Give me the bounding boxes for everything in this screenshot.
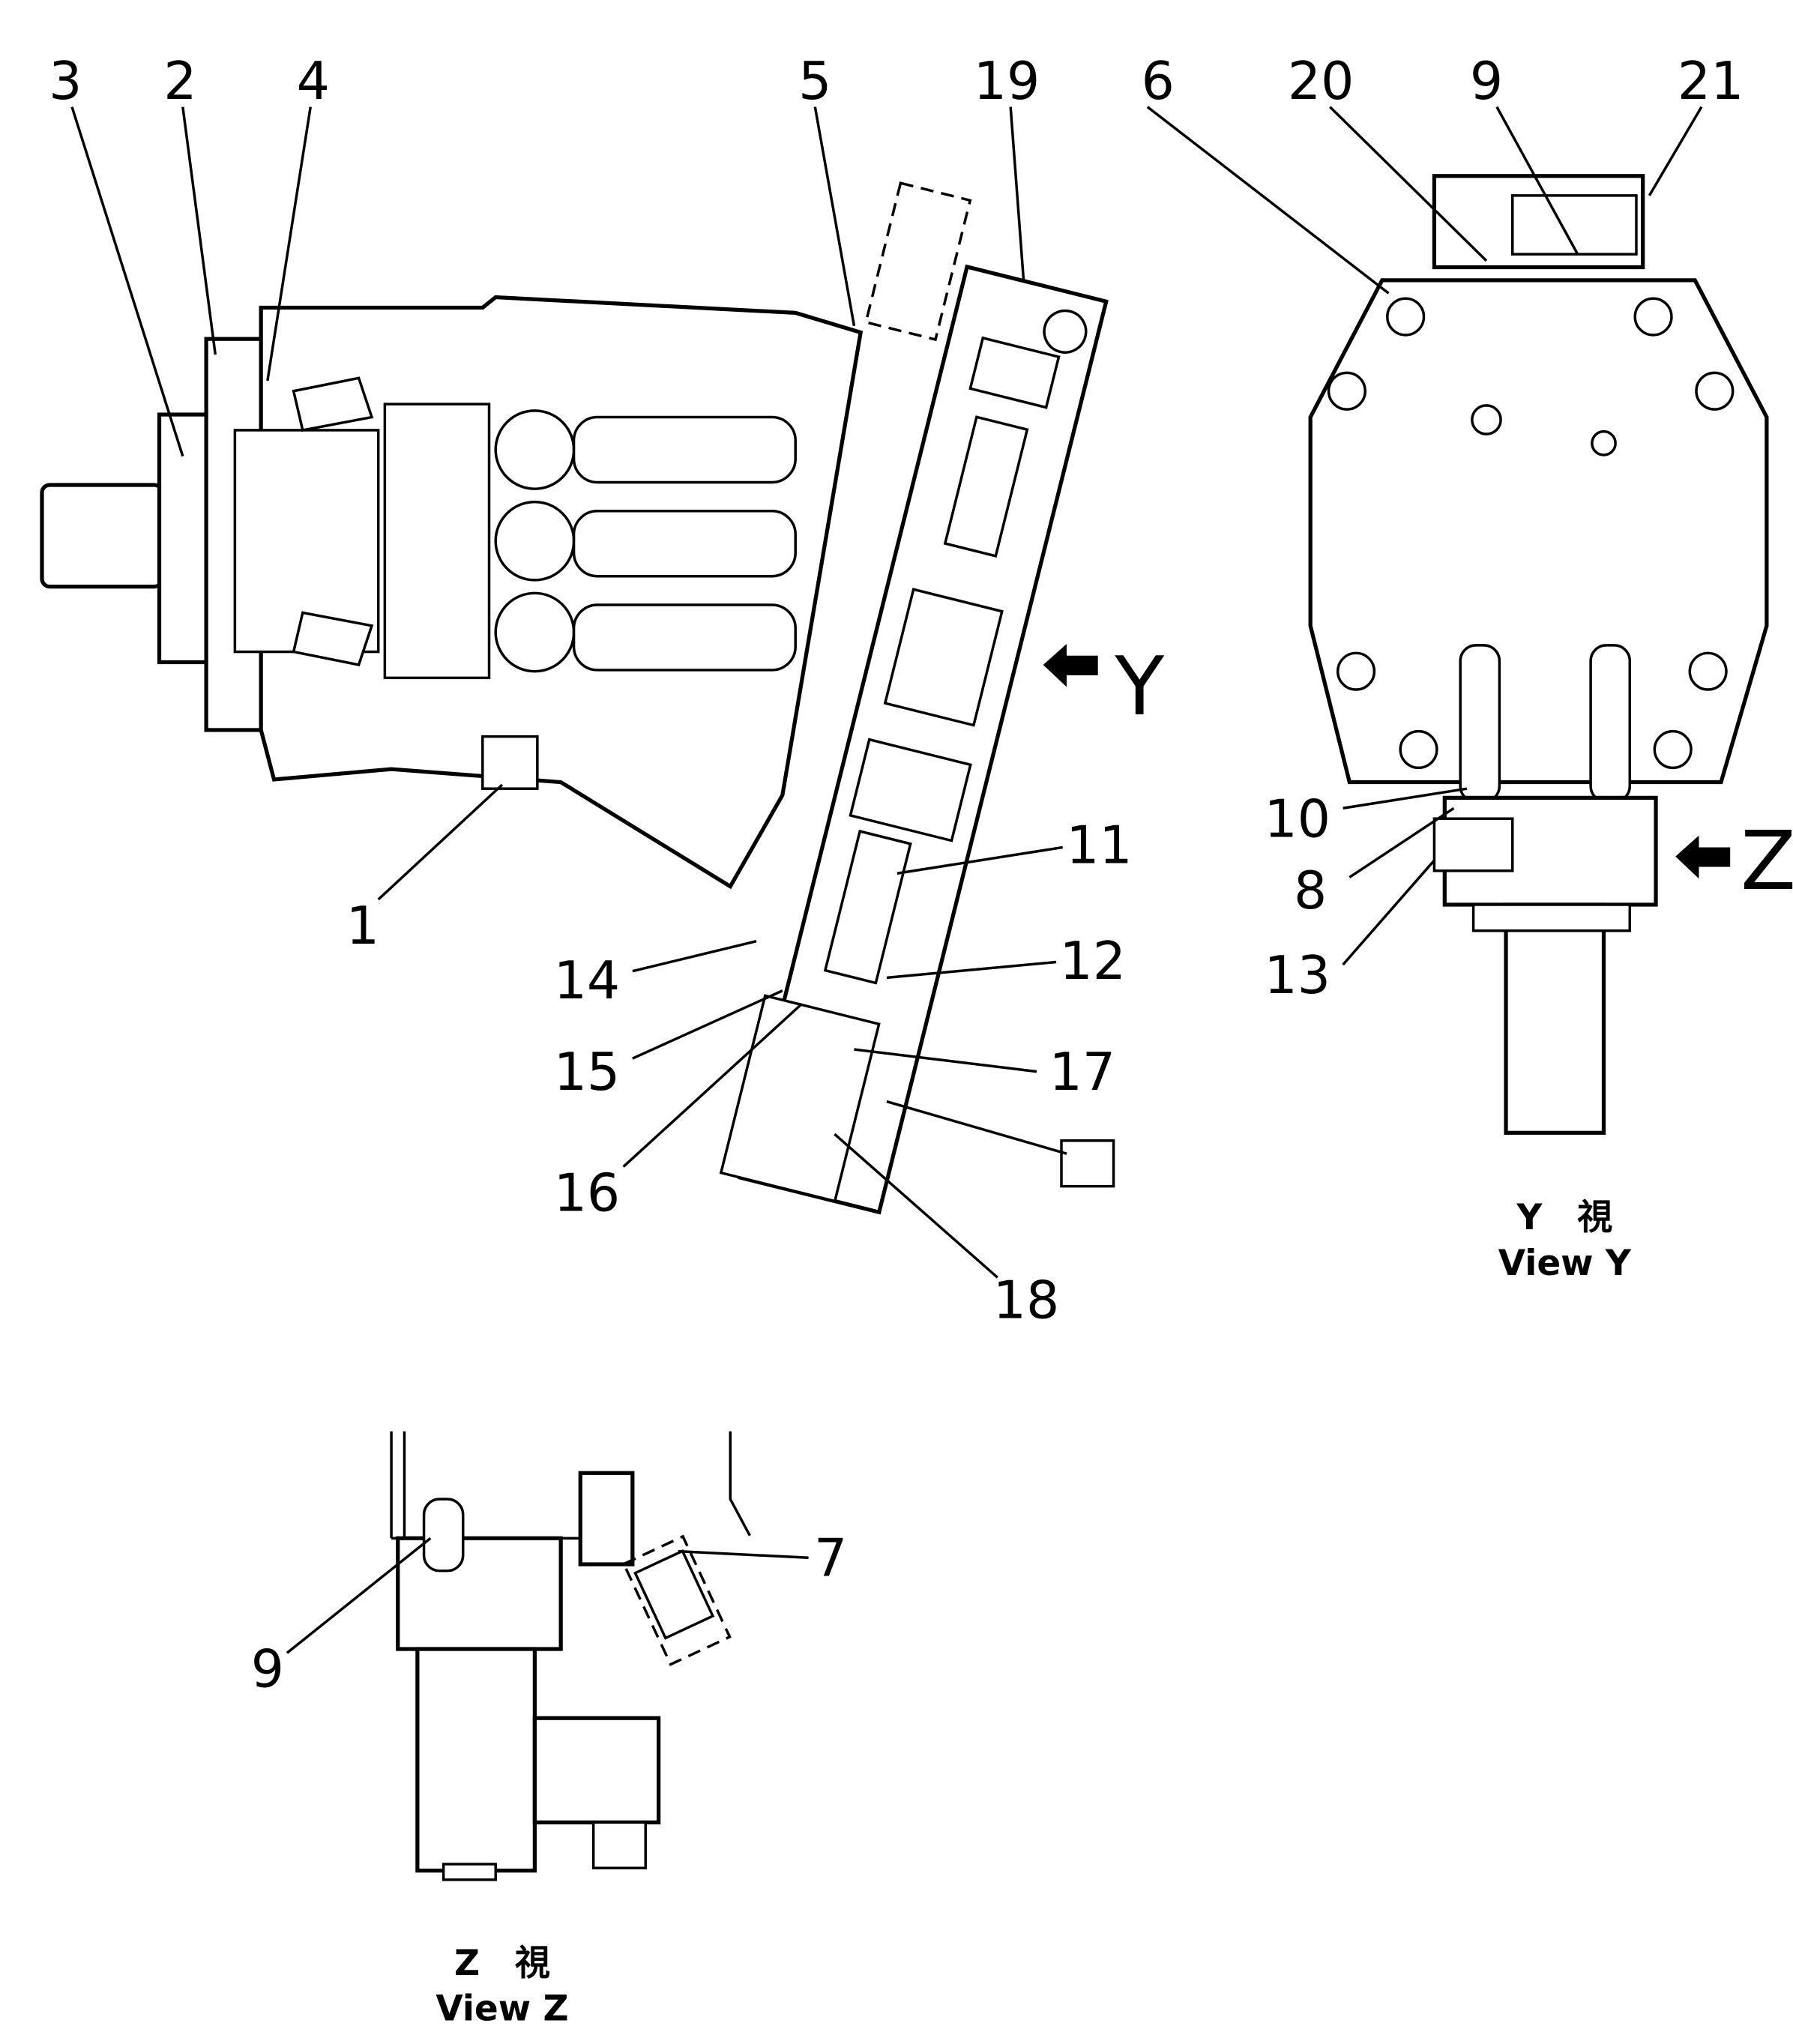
label-21: 21	[1678, 51, 1744, 112]
valve-stem	[823, 829, 912, 985]
plug-outline-5	[864, 181, 972, 342]
label-8: 8	[1294, 860, 1327, 921]
view-y-arrow: Y	[1043, 640, 1165, 734]
solenoid-18	[719, 994, 881, 1203]
part-labels: 3 2 4 5 19 6 20 9 21 1 11 14 12 15 17 16…	[49, 51, 1744, 1699]
view-z-drawing	[390, 1431, 751, 1881]
piston-ball-2	[494, 500, 576, 582]
view-z-upper-fitting	[578, 1471, 635, 1567]
view-z-arrow: Z	[1675, 815, 1793, 908]
label-16: 16	[554, 1163, 621, 1224]
label-6: 6	[1142, 51, 1175, 112]
label-4: 4	[297, 51, 330, 112]
piston-ball-3	[494, 591, 576, 673]
label-9: 9	[1470, 51, 1503, 112]
valve-spring	[968, 336, 1061, 409]
view-z-solenoid	[415, 1647, 537, 1873]
output-shaft	[40, 483, 164, 589]
valve-spool	[943, 415, 1029, 558]
label-3: 3	[49, 51, 82, 112]
control-valve-block	[719, 181, 1109, 1215]
label-18: 18	[993, 1270, 1059, 1330]
label-20: 20	[1288, 51, 1354, 112]
main-motor-section	[40, 295, 864, 890]
label-7: 7	[814, 1528, 847, 1589]
piston-2	[572, 510, 797, 578]
view-z-caption-en: View Z	[436, 1989, 568, 2030]
label-17: 17	[1049, 1042, 1115, 1103]
label-2: 2	[163, 51, 196, 112]
view-y-housing	[1308, 278, 1769, 785]
view-y-solenoid	[1504, 902, 1606, 1135]
bearing-lower	[292, 611, 374, 666]
view-y-valve-left	[1459, 644, 1501, 804]
label-11: 11	[1066, 815, 1133, 875]
view-y-drawing	[1308, 174, 1769, 1135]
piston-1	[572, 415, 797, 484]
view-z-plug-9	[422, 1498, 465, 1573]
view-y-valve-right	[1589, 644, 1632, 804]
label-10: 10	[1265, 789, 1331, 850]
piston-3	[572, 603, 797, 672]
view-z-port-block	[396, 1536, 563, 1651]
label-12: 12	[1059, 931, 1126, 992]
leader-lines	[70, 106, 1703, 1654]
view-y-caption-en: View Y	[1498, 1243, 1632, 1284]
view-z-marker: Z	[1741, 815, 1793, 908]
valve-bolt	[1043, 309, 1088, 354]
view-z-caption-jp: Z 視	[454, 1943, 550, 1984]
label-5: 5	[798, 51, 831, 112]
bearing-upper	[292, 376, 374, 432]
view-z-connector	[532, 1716, 661, 1824]
label-1: 1	[346, 896, 379, 956]
valve-core	[883, 588, 1004, 727]
label-14: 14	[554, 950, 621, 1011]
label-15: 15	[554, 1042, 621, 1103]
label-9-view-z: 9	[251, 1638, 284, 1699]
label-13: 13	[1265, 945, 1331, 1006]
view-y-plug-8	[1432, 817, 1514, 872]
view-y-caption-jp: Y 視	[1516, 1197, 1612, 1238]
valve-seat	[849, 738, 972, 842]
view-y-solenoid-21	[1511, 194, 1638, 256]
connector-18	[1060, 1139, 1115, 1188]
drain-plug-1	[481, 735, 539, 790]
piston-ball-1	[494, 409, 576, 490]
drive-plate	[383, 403, 491, 680]
label-19: 19	[974, 51, 1040, 112]
view-y-marker: Y	[1114, 640, 1165, 734]
